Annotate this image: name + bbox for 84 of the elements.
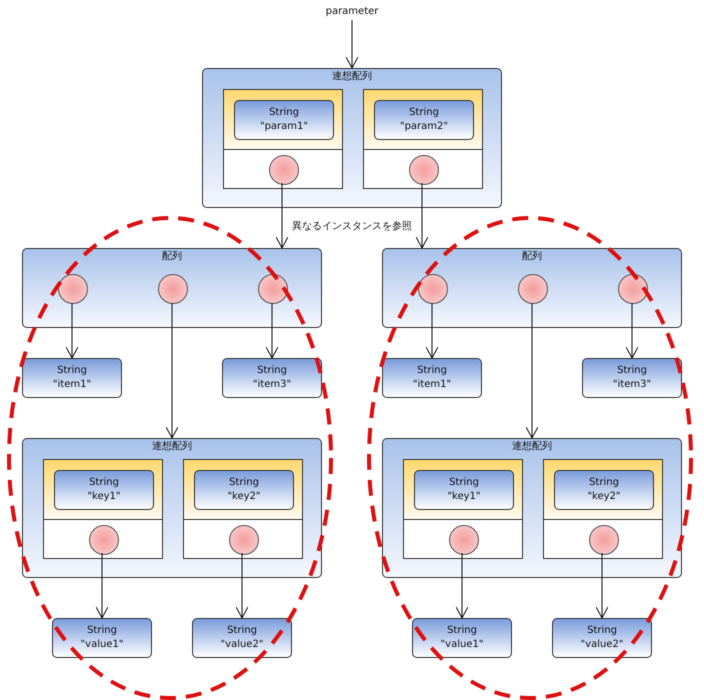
entry-cell — [363, 89, 483, 189]
reference-circle — [258, 274, 288, 304]
string-box — [374, 100, 474, 140]
string-box — [412, 618, 512, 658]
string-box — [234, 100, 334, 140]
type-name: String — [57, 364, 87, 378]
box-heading: 連想配列 — [511, 440, 553, 454]
box-heading: 配列 — [161, 250, 183, 264]
type-name: String — [89, 476, 119, 490]
arrow — [426, 302, 438, 358]
reference-circle — [229, 525, 259, 555]
reference-circle — [418, 274, 448, 304]
type-name: String — [227, 624, 257, 638]
reference-circle — [449, 525, 479, 555]
string-value: "key2" — [227, 490, 261, 504]
string-box — [194, 470, 294, 510]
arrow — [276, 182, 288, 248]
entry-cell — [43, 459, 163, 559]
entry-cell — [183, 459, 303, 559]
type-name: String — [269, 106, 299, 120]
string-value: "key1" — [87, 490, 121, 504]
reference-circle — [589, 525, 619, 555]
parameter-label: parameter — [312, 4, 392, 20]
entry-cell — [403, 459, 523, 559]
reference-circle — [269, 155, 299, 185]
box-heading: 連想配列 — [151, 440, 193, 454]
type-name: String — [87, 624, 117, 638]
type-name: String — [589, 476, 619, 490]
arrow — [346, 20, 358, 68]
string-value: "value1" — [80, 638, 124, 652]
string-value: "item3" — [612, 378, 652, 392]
string-box — [52, 618, 152, 658]
type-name: String — [449, 476, 479, 490]
map-box — [202, 68, 502, 208]
arrow — [66, 302, 78, 358]
type-name: String — [229, 476, 259, 490]
string-box — [54, 470, 154, 510]
type-name: String — [587, 624, 617, 638]
entry-cell — [223, 89, 343, 189]
arrow — [416, 182, 428, 248]
string-box — [192, 618, 292, 658]
arrow — [266, 302, 278, 358]
array-box — [382, 248, 682, 328]
type-name: String — [409, 106, 439, 120]
arrow — [526, 302, 538, 438]
map-box — [22, 438, 322, 578]
string-box — [552, 618, 652, 658]
entry-cell — [543, 459, 663, 559]
type-name: String — [617, 364, 647, 378]
string-value: "param1" — [260, 120, 308, 134]
reference-circle — [618, 274, 648, 304]
arrow — [166, 302, 178, 438]
string-box — [414, 470, 514, 510]
array-box — [22, 248, 322, 328]
string-value: "value1" — [440, 638, 484, 652]
string-box — [554, 470, 654, 510]
string-value: "key1" — [447, 490, 481, 504]
string-value: "value2" — [580, 638, 624, 652]
string-value: "item1" — [52, 378, 92, 392]
type-name: String — [417, 364, 447, 378]
string-value: "item3" — [252, 378, 292, 392]
reference-circle — [58, 274, 88, 304]
map-box — [382, 438, 682, 578]
arrow — [626, 302, 638, 358]
arrow — [96, 552, 108, 618]
arrow — [236, 552, 248, 618]
string-box — [382, 358, 482, 398]
reference-circle — [518, 274, 548, 304]
string-value: "item1" — [412, 378, 452, 392]
type-name: String — [257, 364, 287, 378]
string-box — [22, 358, 122, 398]
reference-circle — [409, 155, 439, 185]
string-value: "value2" — [220, 638, 264, 652]
arrow — [456, 552, 468, 618]
reference-circle — [158, 274, 188, 304]
type-name: String — [447, 624, 477, 638]
arrow — [596, 552, 608, 618]
string-value: "param2" — [400, 120, 448, 134]
string-box — [582, 358, 682, 398]
string-box — [222, 358, 322, 398]
string-value: "key2" — [587, 490, 621, 504]
box-heading: 連想配列 — [331, 70, 373, 84]
reference-circle — [89, 525, 119, 555]
box-heading: 配列 — [521, 250, 543, 264]
